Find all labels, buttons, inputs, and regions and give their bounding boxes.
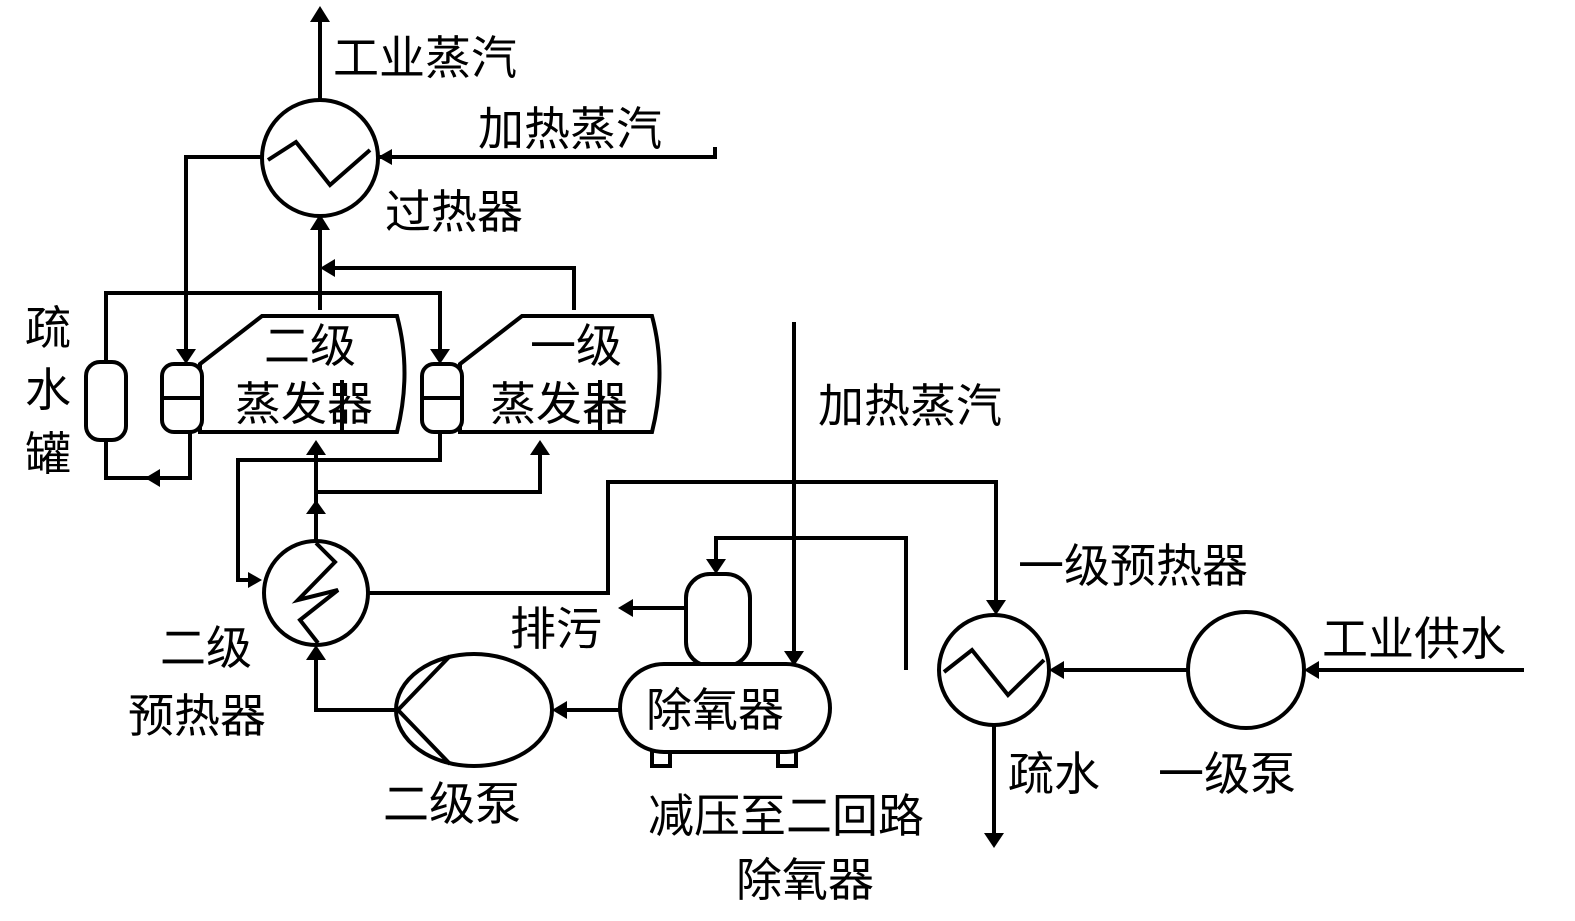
- evap1-drain-arrow: [248, 572, 262, 588]
- label-superheater: 过热器: [385, 185, 523, 239]
- label-preheater2-line2: 预热器: [128, 689, 266, 743]
- pump2-to-preheater2-arrow: [306, 645, 326, 660]
- feed-to-evap1-arrow: [530, 440, 550, 455]
- pump-2: [394, 652, 554, 768]
- label-preheater1: 一级预热器: [1018, 539, 1248, 593]
- feed-to-evap1-line: [316, 452, 542, 494]
- deaerator-return-arrow: [706, 559, 726, 574]
- steam-to-superheater-arrow: [310, 214, 330, 230]
- label-decompress-line2: 除氧器: [736, 853, 874, 907]
- drain-tank: [84, 360, 128, 442]
- superheater-drain-arrow: [176, 349, 196, 364]
- deaerator: [618, 572, 832, 768]
- label-drain-water: 疏水: [1008, 747, 1100, 801]
- superheater: [260, 98, 380, 218]
- label-drain-tank-1: 疏: [25, 301, 71, 355]
- evaporator-2: [160, 314, 407, 434]
- label-industrial-water: 工业供水: [1322, 612, 1506, 666]
- industrial-water-arrow: [1304, 661, 1319, 679]
- label-evap1-line2: 蒸发器: [490, 377, 628, 431]
- label-preheater2-line1: 二级: [160, 621, 252, 675]
- label-evap2-line1: 二级: [264, 319, 356, 373]
- heating-steam-top-arrow: [378, 149, 392, 165]
- preheater-1: [937, 613, 1051, 727]
- label-drain-tank-2: 水: [25, 363, 71, 417]
- preheater2-to-preheater1-arrow: [986, 600, 1006, 615]
- evap1-steam-arrow: [320, 259, 335, 277]
- drain-tank-top-arrow: [430, 349, 450, 364]
- drain-tank-top-line: [104, 291, 442, 362]
- evap1-drain-line: [236, 432, 442, 582]
- superheater-drain-line: [184, 155, 262, 352]
- heating-steam-mid-arrow: [784, 651, 804, 666]
- pump-1: [1186, 610, 1306, 730]
- label-evap1-line1: 一级: [530, 319, 622, 373]
- deaerator-to-pump2-arrow: [552, 701, 567, 719]
- preheater-2: [262, 539, 370, 647]
- feed-up-arrow: [306, 500, 326, 514]
- drain-tank-bottom-arrow: [145, 469, 160, 487]
- label-decompress-line1: 减压至二回路: [648, 789, 924, 843]
- label-pump2: 二级泵: [383, 777, 521, 831]
- preheater2-to-preheater1-line: [368, 480, 998, 605]
- label-blowdown: 排污: [510, 602, 602, 656]
- pump1-to-preheater1-arrow: [1049, 661, 1064, 679]
- evap1-steam-line: [332, 266, 576, 310]
- evaporator-1: [420, 314, 662, 434]
- pump2-to-preheater2-line: [314, 658, 396, 712]
- drain-water-arrow: [984, 833, 1004, 848]
- deaerator-return-line: [714, 536, 908, 670]
- label-heating-steam-mid: 加热蒸汽: [818, 379, 1002, 433]
- feed-to-evap2-arrow: [306, 440, 326, 455]
- label-industrial-steam: 工业蒸汽: [333, 31, 517, 85]
- label-pump1: 一级泵: [1158, 747, 1296, 801]
- industrial-steam-arrow: [310, 6, 330, 22]
- label-evap2-line2: 蒸发器: [235, 377, 373, 431]
- heating-steam-top-line: [378, 147, 717, 159]
- label-deaerator: 除氧器: [646, 683, 784, 737]
- label-drain-tank-3: 罐: [25, 427, 71, 481]
- blowdown-arrow: [618, 599, 633, 617]
- label-heating-steam-top: 加热蒸汽: [478, 102, 662, 156]
